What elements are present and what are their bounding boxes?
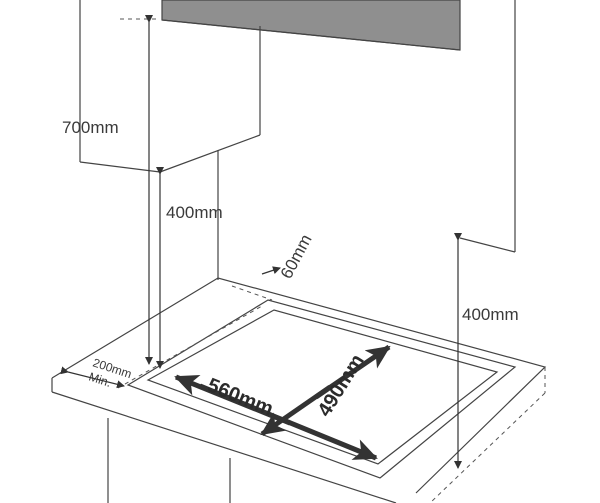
min-side-arrow <box>60 366 125 389</box>
range-hood <box>161 0 461 51</box>
cutout-depth-label: 490mm <box>314 351 369 421</box>
side-wall <box>459 0 516 253</box>
hood-height-label: 700mm <box>62 118 119 137</box>
cutout-depth-arrow-back <box>260 384 332 437</box>
wall-cabinet <box>79 0 261 280</box>
cabinet-clearance-label: 400mm <box>166 203 223 222</box>
min-side-suffix-label: Min. <box>87 370 113 390</box>
front-gap-label: 60mm <box>277 231 316 282</box>
dashed-guides <box>117 18 546 503</box>
front-gap-arrow <box>261 266 281 275</box>
worktop <box>51 277 547 503</box>
side-clearance-label: 400mm <box>462 305 519 324</box>
hob-cutout <box>126 299 517 479</box>
